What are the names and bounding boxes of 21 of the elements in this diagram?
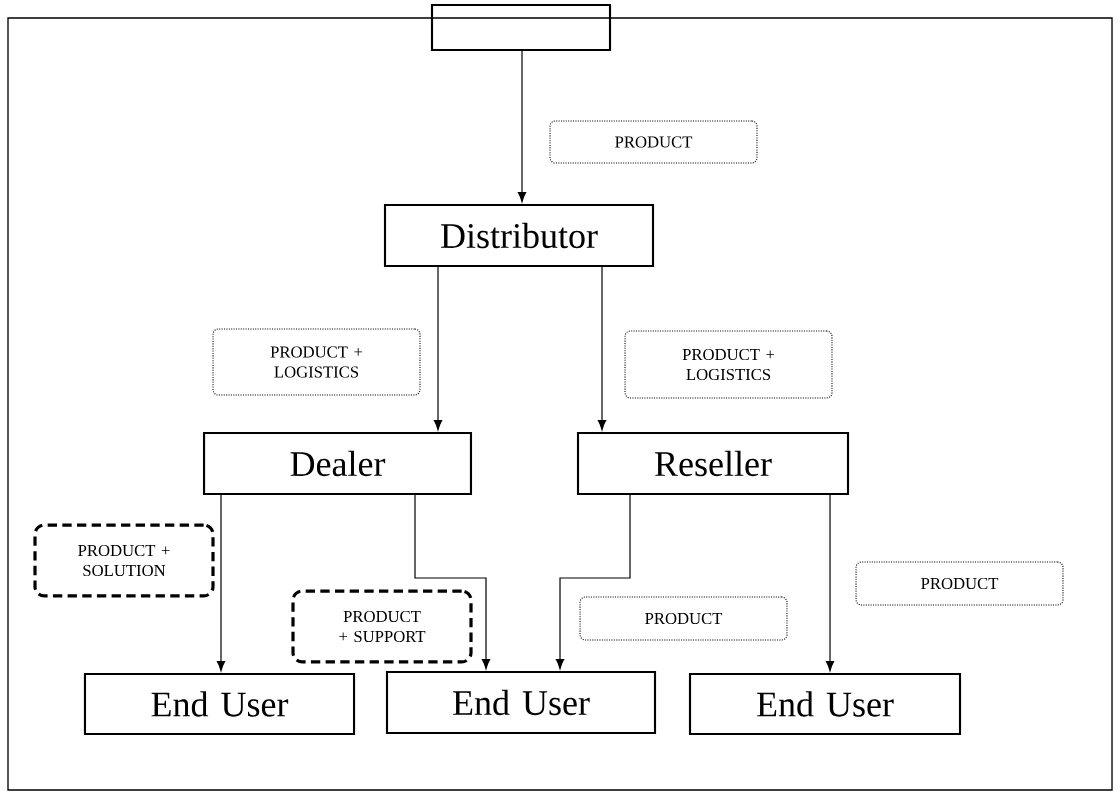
empty-box [430, 3, 612, 52]
arrow [414, 494, 491, 670]
flow-label-box: PRODUCT [579, 596, 788, 641]
entity-box: Reseller [576, 431, 850, 496]
flow-label-box: PRODUCT [549, 120, 758, 164]
entity-box: Dealer [202, 431, 473, 496]
entity-box: End User [688, 672, 962, 736]
entity-box: Distributor [383, 203, 655, 268]
arrow [597, 266, 607, 431]
arrow [433, 266, 443, 431]
flow-label-box: PRODUCT + SUPPORT [291, 589, 473, 664]
flow-label-box: PRODUCT + LOGISTICS [212, 328, 421, 396]
flow-label-box: PRODUCT + SOLUTION [33, 523, 215, 598]
arrow [216, 494, 226, 672]
arrow [517, 50, 527, 203]
flow-label-box: PRODUCT [855, 561, 1064, 606]
entity-box: End User [83, 672, 356, 736]
entity-box: End User [385, 670, 657, 735]
flow-label-box: PRODUCT + LOGISTICS [624, 330, 833, 399]
arrow [825, 494, 835, 672]
arrow [555, 494, 631, 670]
